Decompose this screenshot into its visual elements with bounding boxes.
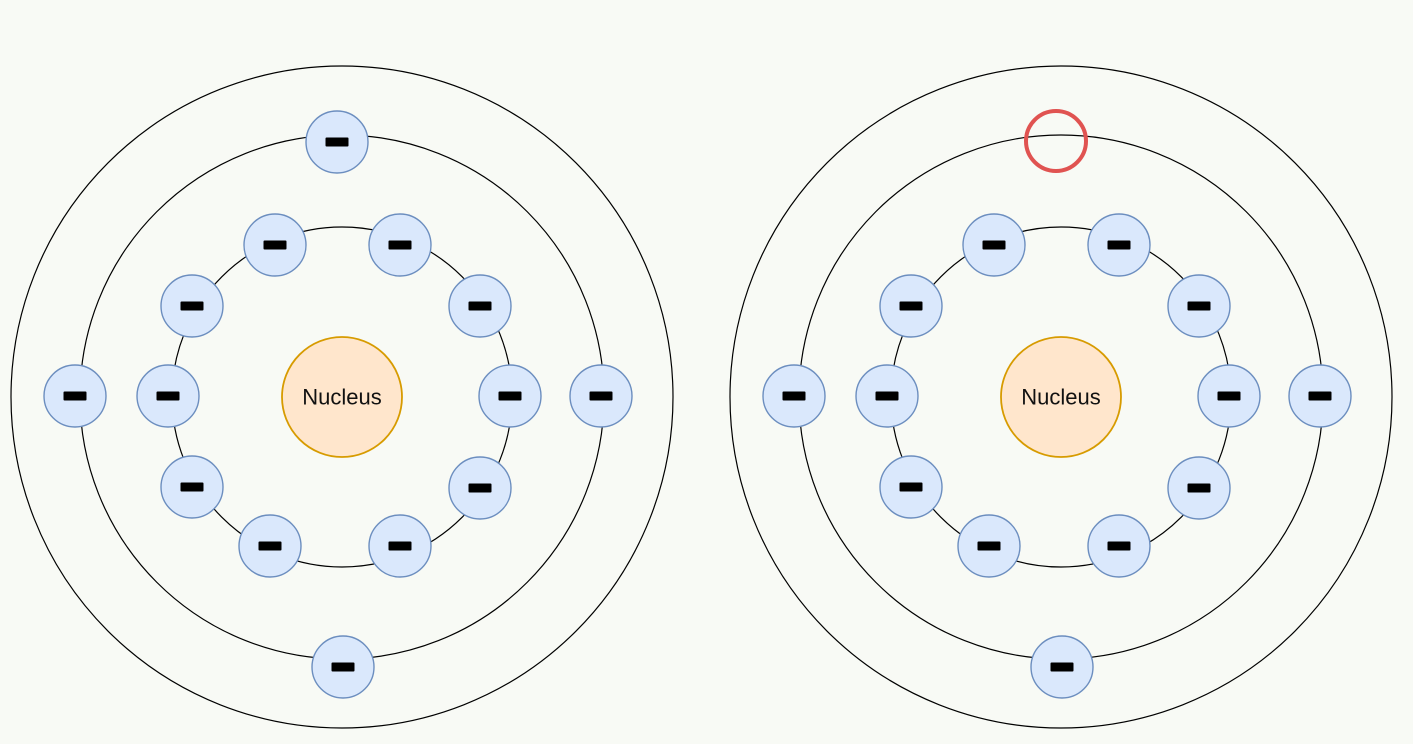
electron bbox=[1167, 456, 1231, 520]
minus-icon bbox=[1308, 391, 1332, 401]
electron bbox=[368, 514, 432, 578]
electron bbox=[305, 110, 369, 174]
electron bbox=[879, 455, 943, 519]
minus-icon bbox=[263, 240, 287, 250]
electron bbox=[478, 364, 542, 428]
missing-electron-circle bbox=[1024, 109, 1088, 173]
electron bbox=[160, 274, 224, 338]
minus-icon bbox=[1107, 541, 1131, 551]
minus-icon bbox=[1217, 391, 1241, 401]
electron bbox=[762, 364, 826, 428]
minus-icon bbox=[63, 391, 87, 401]
minus-icon bbox=[1050, 662, 1074, 672]
electron bbox=[1087, 213, 1151, 277]
electron bbox=[160, 455, 224, 519]
minus-icon bbox=[977, 541, 1001, 551]
electron bbox=[1167, 274, 1231, 338]
electron bbox=[311, 635, 375, 699]
minus-icon bbox=[468, 301, 492, 311]
minus-icon bbox=[180, 301, 204, 311]
electron bbox=[569, 364, 633, 428]
right-atom: Nucleus bbox=[729, 65, 1393, 729]
minus-icon bbox=[388, 240, 412, 250]
electron bbox=[879, 274, 943, 338]
electron bbox=[1087, 514, 1151, 578]
electron bbox=[238, 514, 302, 578]
minus-icon bbox=[899, 482, 923, 492]
orbit-circle-shell-2 bbox=[729, 65, 1393, 729]
minus-icon bbox=[388, 541, 412, 551]
minus-icon bbox=[258, 541, 282, 551]
minus-icon bbox=[589, 391, 613, 401]
minus-icon bbox=[1107, 240, 1131, 250]
minus-icon bbox=[156, 391, 180, 401]
nucleus-label: Nucleus bbox=[302, 385, 381, 410]
nucleus-label: Nucleus bbox=[1021, 385, 1100, 410]
left-atom: Nucleus bbox=[10, 65, 674, 729]
electron bbox=[957, 514, 1021, 578]
electron bbox=[136, 364, 200, 428]
nucleus-circle bbox=[281, 336, 403, 458]
electron bbox=[962, 213, 1026, 277]
electron bbox=[855, 364, 919, 428]
electron bbox=[448, 274, 512, 338]
electron bbox=[368, 213, 432, 277]
electron bbox=[1288, 364, 1352, 428]
electron bbox=[243, 213, 307, 277]
minus-icon bbox=[1187, 483, 1211, 493]
minus-icon bbox=[899, 301, 923, 311]
nucleus-circle bbox=[1000, 336, 1122, 458]
minus-icon bbox=[782, 391, 806, 401]
minus-icon bbox=[875, 391, 899, 401]
electron bbox=[1197, 364, 1261, 428]
electron bbox=[43, 364, 107, 428]
minus-icon bbox=[331, 662, 355, 672]
electron bbox=[1030, 635, 1094, 699]
minus-icon bbox=[1187, 301, 1211, 311]
minus-icon bbox=[180, 482, 204, 492]
electron bbox=[448, 456, 512, 520]
minus-icon bbox=[325, 137, 349, 147]
minus-icon bbox=[982, 240, 1006, 250]
orbit-circle-shell-2 bbox=[10, 65, 674, 729]
minus-icon bbox=[468, 483, 492, 493]
minus-icon bbox=[498, 391, 522, 401]
